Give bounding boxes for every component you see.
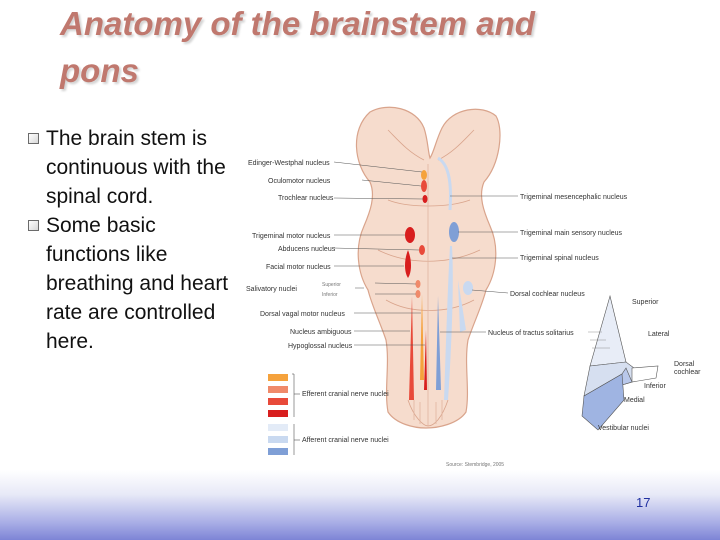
superior-salivatory-nucleus [415, 280, 421, 288]
bullet-text-1: The brain stem is continuous with the sp… [46, 127, 226, 208]
label-dorsal-vagal: Dorsal vagal motor nucleus [260, 311, 345, 318]
left-leader-lines [333, 161, 425, 346]
dorsal-vagal-motor-nucleus [420, 294, 424, 380]
trochlear-nucleus [422, 195, 428, 203]
contour-line [387, 129, 425, 161]
abducens-nucleus [419, 245, 425, 255]
bullet-item-1: The brain stem is continuous with the sp… [20, 124, 235, 211]
footer-gradient-band [0, 470, 720, 540]
label-edinger-westphal: Edinger-Westphal nucleus [248, 160, 330, 167]
label-hypoglossal: Hypoglossal nucleus [288, 343, 353, 350]
efferent-nuclei [405, 170, 428, 400]
label-facial-motor: Facial motor nucleus [266, 264, 331, 271]
legend-swatch-efferent-3 [268, 398, 288, 405]
legend-swatch-afferent-1 [268, 424, 288, 431]
edinger-westphal-nucleus [421, 170, 427, 180]
label-dorsal-cochlear: Dorsal cochlear nucleus [510, 291, 585, 298]
legend-efferent-label: Efferent cranial nerve nuclei [302, 391, 389, 398]
label-salivatory-inferior: Inferior [322, 292, 338, 298]
page-number: 17 [636, 495, 651, 510]
label-trigeminal-mesencephalic: Trigeminal mesencephalic nucleus [520, 194, 628, 201]
legend-swatch-afferent-3 [268, 448, 288, 455]
figure-source-caption: Source: Stembridge, 2005 [446, 462, 504, 468]
contour-line [413, 400, 443, 424]
trigeminal-motor-nucleus [405, 227, 415, 243]
right-labels: Trigeminal mesencephalic nucleus Trigemi… [488, 194, 628, 337]
legend-swatch-efferent-2 [268, 386, 288, 393]
label-dorsal-cochlear-1: Dorsal [674, 361, 695, 368]
bullet-square-icon [28, 133, 39, 144]
legend-swatch-afferent-2 [268, 436, 288, 443]
label-vestibular-nuclei: Vestibular nuclei [598, 425, 649, 432]
vestibular-superior-region [589, 294, 627, 367]
label-vestibular-medial: Medial [624, 397, 645, 404]
slide-title-line-2: pons [60, 52, 139, 89]
vestibular-inset: Superior Lateral Dorsal cochlear Inferio… [581, 294, 701, 432]
bullet-square-icon [28, 220, 39, 231]
label-trochlear: Trochlear nucleus [278, 195, 334, 202]
oculomotor-nucleus [421, 180, 427, 192]
label-salivatory-superior: Superior [322, 282, 341, 288]
brainstem-figure: Edinger-Westphal nucleus Oculomotor nucl… [246, 106, 701, 468]
label-vestibular-superior: Superior [632, 299, 659, 306]
legend-swatch-efferent-1 [268, 374, 288, 381]
label-trigeminal-spinal: Trigeminal spinal nucleus [520, 255, 599, 262]
trigeminal-spinal-nucleus [444, 246, 453, 400]
right-leader-lines [440, 195, 518, 333]
dorsal-cochlear-nucleus-shape [463, 281, 473, 295]
vestibular-region [458, 280, 466, 332]
brainstem-illustration [355, 106, 501, 429]
label-trigeminal-main-sensory: Trigeminal main sensory nucleus [520, 230, 623, 237]
tractus-solitarius-nucleus [436, 296, 441, 390]
trigeminal-mesencephalic-nucleus [437, 156, 452, 211]
label-ambiguous: Nucleus ambiguous [290, 329, 352, 336]
dorsal-cochlear-region [631, 365, 659, 383]
nucleus-ambiguous [409, 296, 414, 400]
vestibular-inferior-region [581, 373, 625, 431]
slide-title: Anatomy of the brainstem and pons [60, 0, 660, 94]
label-abducens: Abducens nucleus [278, 246, 336, 253]
label-tractus-solitarius: Nucleus of tractus solitarius [488, 330, 574, 337]
label-oculomotor: Oculomotor nucleus [268, 178, 331, 185]
contour-line [437, 129, 475, 161]
contour-line [385, 299, 475, 311]
label-salivatory: Salivatory nuclei [246, 286, 297, 293]
label-vestibular-inferior: Inferior [644, 383, 666, 390]
hypoglossal-nucleus [424, 330, 427, 390]
slide-title-line-1: Anatomy of the brainstem and [60, 5, 535, 42]
left-labels: Edinger-Westphal nucleus Oculomotor nucl… [246, 160, 353, 350]
figure-legend: Efferent cranial nerve nuclei Afferent c… [268, 373, 389, 455]
legend-afferent-label: Afferent cranial nerve nuclei [302, 437, 389, 444]
legend-swatch-efferent-4 [268, 410, 288, 417]
facial-motor-nucleus [405, 250, 411, 278]
bullet-item-2: Some basic functions like breathing and … [20, 211, 235, 356]
afferent-nuclei [436, 156, 473, 400]
inferior-salivatory-nucleus [415, 290, 421, 298]
bullet-list: The brain stem is continuous with the sp… [20, 124, 235, 356]
bullet-text-2: Some basic functions like breathing and … [46, 214, 229, 353]
label-trigeminal-motor: Trigeminal motor nucleus [252, 233, 331, 240]
trigeminal-main-sensory-nucleus [449, 222, 459, 242]
label-dorsal-cochlear-2: cochlear [674, 369, 701, 376]
label-vestibular-lateral: Lateral [648, 331, 670, 338]
